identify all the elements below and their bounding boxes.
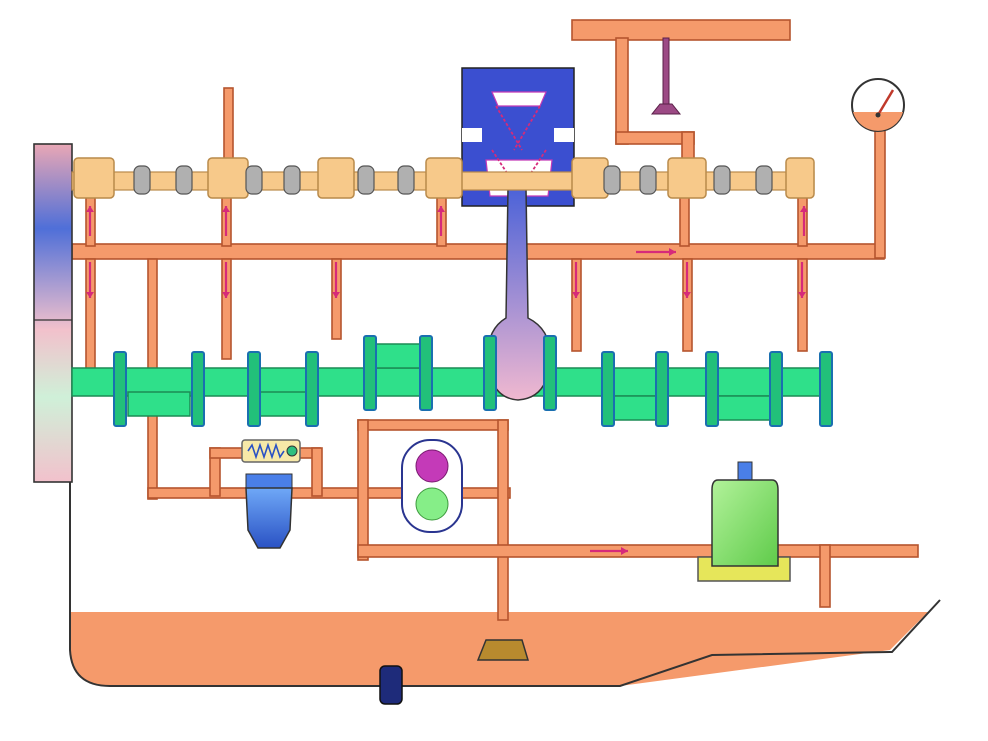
connecting-rod bbox=[461, 67, 575, 401]
flow-arrow bbox=[222, 206, 230, 236]
crank-web bbox=[113, 351, 127, 427]
flow-arrows bbox=[86, 206, 808, 555]
cam-journal bbox=[785, 157, 815, 199]
flow-arrow bbox=[590, 547, 628, 555]
cam-lobe bbox=[133, 165, 151, 195]
drain-plug bbox=[379, 665, 403, 705]
flywheel-gear bbox=[33, 143, 73, 483]
crank-web bbox=[769, 351, 783, 427]
flow-arrow bbox=[86, 262, 94, 298]
crankshaft-webs bbox=[113, 335, 833, 427]
flow-arrow bbox=[572, 262, 580, 298]
cam-lobe bbox=[283, 165, 301, 195]
crank-web bbox=[191, 351, 205, 427]
cam-journal bbox=[73, 157, 115, 199]
crank-web bbox=[543, 335, 557, 411]
flow-arrow bbox=[683, 262, 691, 298]
flow-arrow bbox=[798, 262, 806, 298]
crank-web bbox=[363, 335, 377, 411]
flow-arrow bbox=[86, 206, 94, 236]
relief-valve bbox=[241, 439, 301, 463]
oil-pump-strainer bbox=[476, 639, 530, 661]
bypass-valve bbox=[401, 439, 463, 533]
crank-web bbox=[247, 351, 261, 427]
crank-web bbox=[705, 351, 719, 427]
cam-journal bbox=[571, 157, 609, 199]
cam-lobe bbox=[713, 165, 731, 195]
flow-arrow bbox=[222, 262, 230, 298]
crank-web bbox=[819, 351, 833, 427]
cam-lobe bbox=[755, 165, 773, 195]
cam-journal bbox=[667, 157, 707, 199]
rocker-valve bbox=[650, 37, 682, 115]
cam-lobe bbox=[603, 165, 621, 195]
cam-lobe bbox=[357, 165, 375, 195]
cam-journal bbox=[207, 157, 249, 199]
oil-cooler bbox=[697, 461, 791, 582]
main-oil-gallery bbox=[71, 243, 885, 260]
flow-arrow bbox=[437, 206, 445, 236]
oil-pressure-gauge bbox=[851, 78, 905, 132]
cam-journal bbox=[317, 157, 355, 199]
flow-arrow bbox=[636, 248, 676, 256]
flow-arrow bbox=[800, 206, 808, 236]
crank-web bbox=[305, 351, 319, 427]
cam-lobe bbox=[245, 165, 263, 195]
cam-lobe bbox=[639, 165, 657, 195]
crank-web bbox=[483, 335, 497, 411]
cam-lobe bbox=[175, 165, 193, 195]
cam-lobe bbox=[397, 165, 415, 195]
cam-journal bbox=[425, 157, 463, 199]
gauge-riser bbox=[874, 127, 886, 259]
oil-filter bbox=[245, 473, 293, 549]
camshaft bbox=[71, 157, 815, 199]
crank-web bbox=[655, 351, 669, 427]
flow-arrow bbox=[332, 262, 340, 298]
crank-web bbox=[601, 351, 615, 427]
crank-web bbox=[419, 335, 433, 411]
